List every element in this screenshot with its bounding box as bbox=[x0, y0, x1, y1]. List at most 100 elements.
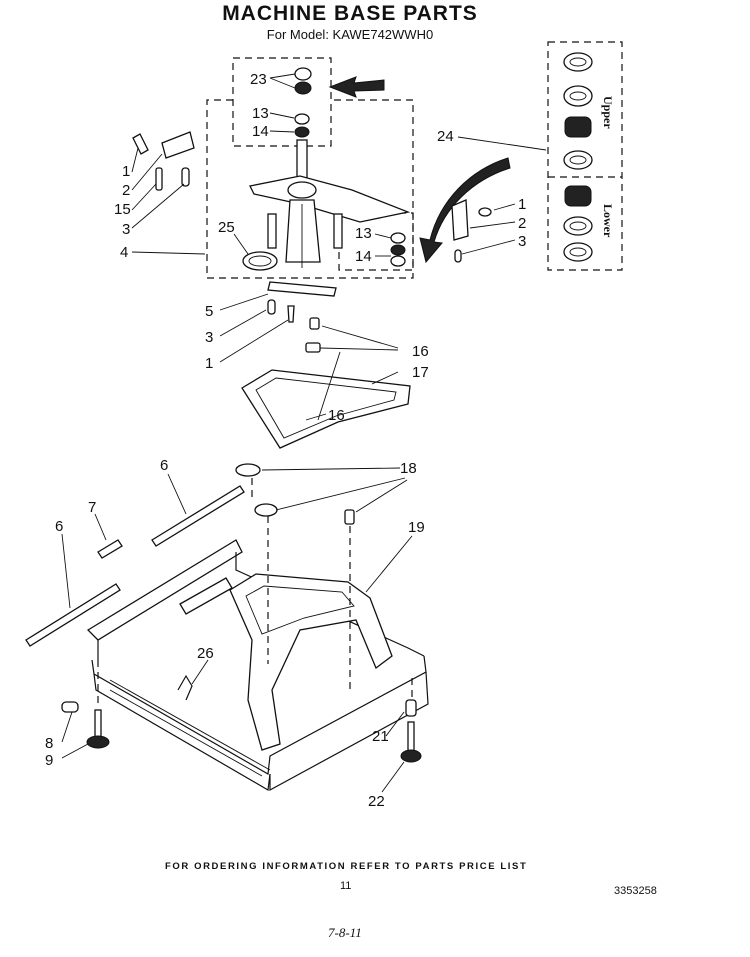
callout-16: 16 bbox=[412, 343, 429, 360]
base-frame-plate bbox=[109, 679, 271, 777]
callout-1: 1 bbox=[518, 196, 526, 213]
base-front-edge bbox=[93, 673, 271, 791]
callout-18: 18 bbox=[400, 460, 417, 477]
a-frame-legs bbox=[229, 573, 393, 751]
foot-base bbox=[400, 749, 422, 763]
pad bbox=[305, 342, 321, 353]
bearing bbox=[294, 126, 310, 138]
needle-bearing bbox=[564, 116, 592, 138]
upper-arrow-icon bbox=[328, 76, 385, 98]
bearing-legend-box bbox=[547, 41, 623, 271]
foot-pad bbox=[61, 701, 79, 713]
bearing bbox=[390, 232, 406, 244]
callout-6: 6 bbox=[160, 457, 168, 474]
callout-1: 1 bbox=[122, 163, 130, 180]
transmission-detail-box bbox=[206, 99, 414, 279]
callouts: 23 13 14 24 1 2 15 3 4 25 13 14 1 2 3 5 … bbox=[45, 71, 526, 810]
callout-24: 24 bbox=[437, 128, 454, 145]
bolt bbox=[478, 207, 492, 217]
bearing bbox=[294, 81, 312, 95]
leg-bolt bbox=[407, 721, 415, 753]
bracket bbox=[267, 281, 337, 297]
part-7-spring bbox=[97, 539, 123, 559]
spring-clip bbox=[181, 167, 190, 187]
callout-15: 15 bbox=[114, 201, 131, 218]
callout-14: 14 bbox=[252, 123, 269, 140]
right-bracket-parts bbox=[451, 199, 492, 263]
pad bbox=[309, 317, 320, 330]
bracket bbox=[161, 131, 195, 159]
spring-clip bbox=[267, 299, 276, 315]
upper-detail-box bbox=[232, 57, 332, 147]
part-23-bearings bbox=[294, 67, 312, 95]
bracket bbox=[451, 199, 469, 241]
support-leg bbox=[333, 213, 343, 249]
callout-23: 23 bbox=[250, 71, 267, 88]
callout-1: 1 bbox=[205, 355, 213, 372]
spring-clip bbox=[454, 249, 462, 263]
transmission-assembly bbox=[249, 139, 411, 268]
callout-25: 25 bbox=[218, 219, 235, 236]
callout-14: 14 bbox=[355, 248, 372, 265]
bolt bbox=[287, 305, 295, 323]
callout-2: 2 bbox=[518, 215, 526, 232]
left-bracket-parts bbox=[132, 131, 195, 191]
handwritten-date: 7-8-11 bbox=[328, 925, 362, 940]
seal-ring-inner bbox=[248, 255, 272, 267]
bearing-ring bbox=[563, 242, 593, 262]
pin bbox=[155, 167, 163, 191]
callout-2: 2 bbox=[122, 182, 130, 199]
bearing-ring bbox=[569, 247, 587, 257]
drive-shaft bbox=[296, 139, 308, 181]
bearing-ring bbox=[569, 57, 587, 67]
callout-9: 9 bbox=[45, 752, 53, 769]
callout-4: 4 bbox=[120, 244, 128, 261]
part-6-rails bbox=[25, 485, 245, 647]
part-17-support-frame bbox=[241, 369, 411, 449]
right-box-bearings bbox=[390, 232, 406, 267]
base-right-edge bbox=[269, 671, 429, 792]
bearing-ring bbox=[563, 52, 593, 72]
model-subtitle: For Model: KAWE742WWH0 bbox=[266, 27, 434, 42]
pad bbox=[235, 463, 261, 477]
frame-inner bbox=[255, 377, 397, 439]
bearing-ring bbox=[569, 221, 587, 231]
part-13-14-bearings bbox=[294, 113, 310, 138]
part-25-seal bbox=[242, 251, 278, 271]
assembly-guide-lines bbox=[97, 478, 413, 704]
callout-16: 16 bbox=[328, 407, 345, 424]
legend-lower-label: Lower bbox=[601, 204, 615, 238]
hub-center bbox=[287, 181, 317, 199]
callout-22: 22 bbox=[368, 793, 385, 810]
bearing-ring bbox=[569, 91, 587, 101]
callout-6: 6 bbox=[55, 518, 63, 535]
bearing bbox=[390, 255, 406, 267]
part-19-machine-base bbox=[86, 539, 429, 792]
bearing-ring bbox=[563, 216, 593, 236]
page-title: MACHINE BASE PARTS bbox=[222, 2, 478, 25]
callout-19: 19 bbox=[408, 519, 425, 536]
lower-bracket-parts bbox=[267, 281, 337, 323]
bearing bbox=[294, 67, 312, 81]
ordering-note: FOR ORDERING INFORMATION REFER TO PARTS … bbox=[165, 861, 528, 872]
bearing bbox=[294, 113, 310, 125]
document-number: 3353258 bbox=[614, 885, 657, 897]
seal-ring bbox=[242, 251, 278, 271]
base-top-rail bbox=[86, 539, 243, 641]
callout-13: 13 bbox=[355, 225, 372, 242]
page-number: 11 bbox=[340, 880, 352, 892]
legend-upper-label: Upper bbox=[601, 96, 615, 129]
part-8-9-leveling-leg bbox=[61, 701, 110, 749]
part-21-22-leveling-leg bbox=[400, 699, 422, 763]
callout-17: 17 bbox=[412, 364, 429, 381]
rail bbox=[25, 583, 121, 647]
support-leg bbox=[267, 213, 277, 249]
lower-bearing-set bbox=[563, 185, 593, 262]
bearing-ring bbox=[569, 155, 587, 165]
part-26-clip bbox=[177, 674, 193, 701]
bearing-ring bbox=[563, 85, 593, 107]
callout-26: 26 bbox=[197, 645, 214, 662]
callout-5: 5 bbox=[205, 303, 213, 320]
leg-bolt bbox=[94, 709, 102, 739]
callout-3: 3 bbox=[205, 329, 213, 346]
